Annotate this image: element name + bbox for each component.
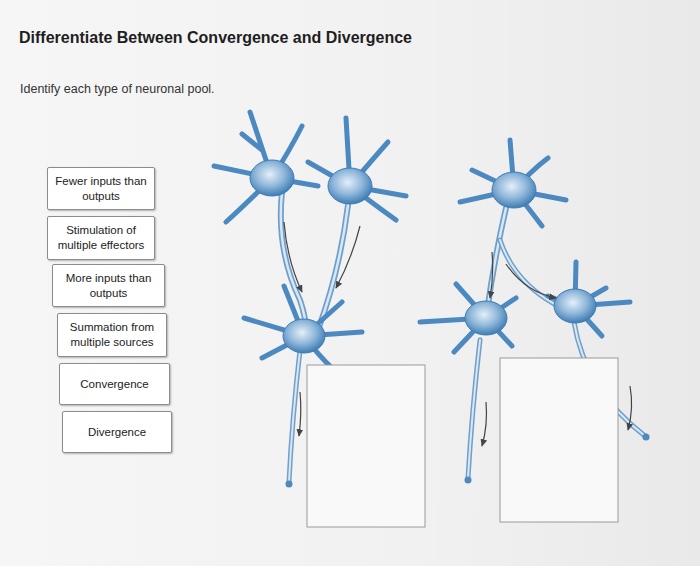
soma <box>328 168 372 204</box>
direction-arrow <box>490 252 493 298</box>
answer-label: Divergence <box>62 411 172 453</box>
answer-label: Summation from multiple sources <box>57 313 167 357</box>
dendrite <box>244 286 362 370</box>
answer-label: Stimulation of multiple effectors <box>47 216 155 260</box>
soma <box>492 172 536 208</box>
dendrites <box>214 112 630 370</box>
soma <box>250 160 294 196</box>
direction-arrow <box>506 264 556 298</box>
answer-label: More inputs than outputs <box>52 264 165 307</box>
label-text: Convergence <box>80 377 148 392</box>
dendrite <box>214 112 318 222</box>
dendrite <box>460 140 566 226</box>
drop-target <box>500 358 618 522</box>
soma <box>465 301 507 335</box>
soma <box>554 289 596 323</box>
label-text: Divergence <box>88 425 146 440</box>
axon <box>500 240 562 308</box>
label-text: Stimulation of multiple effectors <box>54 223 148 253</box>
label-text: Summation from multiple sources <box>64 320 160 350</box>
axon <box>468 340 480 478</box>
axon <box>468 340 480 478</box>
direction-arrow <box>336 226 360 288</box>
direction-arrow <box>628 386 632 430</box>
axon <box>487 208 506 312</box>
label-text: More inputs than outputs <box>59 271 158 301</box>
soma <box>283 319 325 353</box>
axon <box>289 350 300 482</box>
direction-arrow <box>299 392 301 436</box>
axon <box>289 350 300 482</box>
axon <box>500 240 562 308</box>
axon-terminal <box>643 434 650 441</box>
drop-target <box>307 365 425 527</box>
label-text: Fewer inputs than outputs <box>54 174 148 204</box>
answer-label: Convergence <box>59 363 170 405</box>
direction-arrow <box>482 402 487 446</box>
instruction-text: Identify each type of neuronal pool. <box>20 82 215 96</box>
axon-terminal <box>465 477 472 484</box>
answer-label: Fewer inputs than outputs <box>47 167 155 210</box>
axon-terminal <box>286 481 293 488</box>
somas <box>250 160 596 353</box>
axon <box>487 208 506 312</box>
page-title: Differentiate Between Convergence and Di… <box>19 29 412 47</box>
dendrite <box>308 118 406 220</box>
dendrite <box>548 262 630 336</box>
direction-arrow <box>284 222 302 292</box>
dendrite <box>420 284 516 352</box>
